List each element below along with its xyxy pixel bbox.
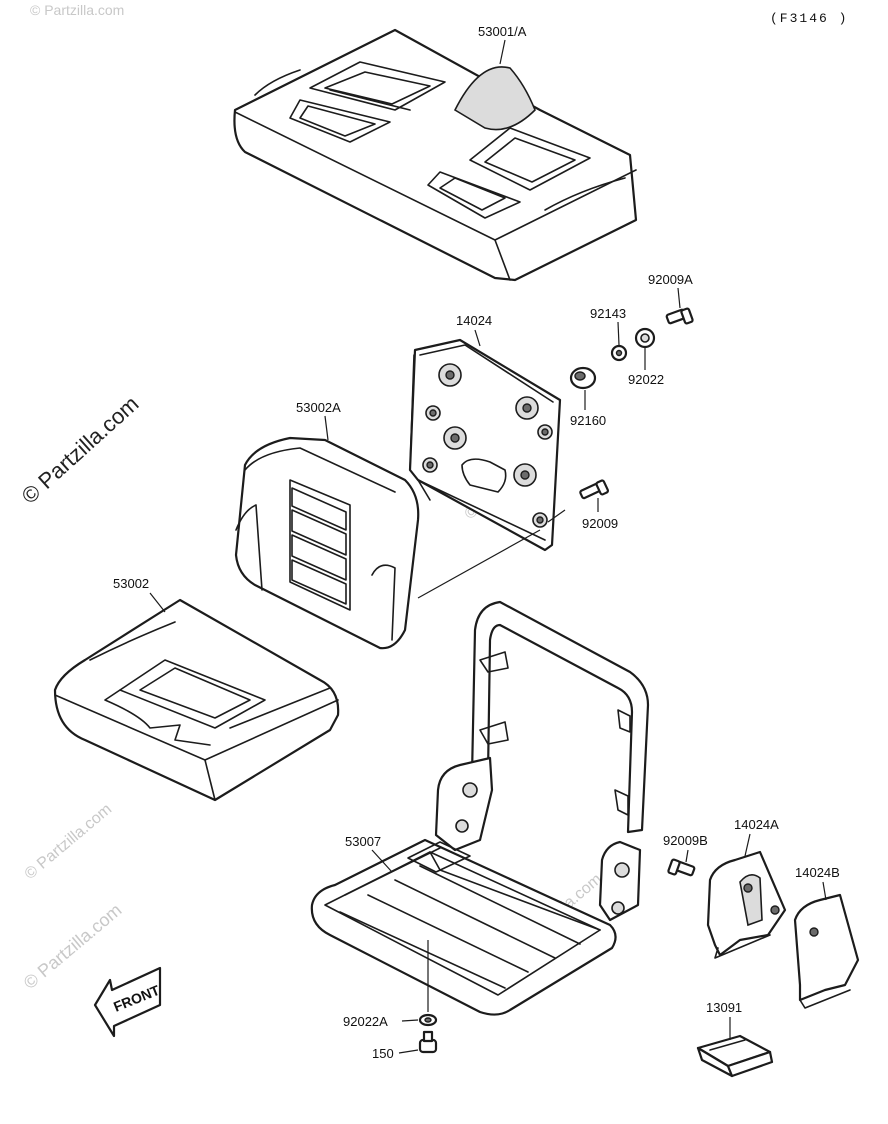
washer-92022	[634, 327, 656, 349]
leader-bracket-a	[744, 833, 751, 857]
diagram-code: (F3146 )	[770, 11, 848, 26]
label-screw-a: 92009A	[648, 272, 693, 287]
label-seat-top: 53001/A	[478, 24, 527, 39]
seat-top-cushion	[233, 28, 638, 282]
bushing-92160	[569, 366, 597, 390]
nut-92143	[610, 344, 628, 362]
label-screw-b: 92009B	[663, 833, 708, 848]
back-cushion	[234, 436, 420, 650]
screw-92009b	[667, 858, 696, 877]
leader-screw-b	[685, 849, 689, 863]
screw-92009a	[665, 307, 694, 325]
bolt-92009	[579, 479, 610, 500]
label-bracket-b: 14024B	[795, 865, 840, 880]
back-bracket	[408, 338, 562, 552]
label-bolt-150: 150	[372, 1046, 394, 1061]
leader-cushion-to-bracket	[417, 529, 541, 599]
bracket-14024b	[793, 893, 860, 1009]
leader-screw-a	[677, 287, 681, 309]
leader-washer-a	[401, 1019, 419, 1022]
watermark-faint-top: © Partzilla.com	[30, 2, 124, 18]
label-frame: 53007	[345, 834, 381, 849]
leader-seat-top	[499, 39, 506, 65]
leader-seat-cushion	[149, 592, 166, 613]
label-back-bracket: 14024	[456, 313, 492, 328]
seat-cushion	[53, 598, 340, 802]
label-back-cushion: 53002A	[296, 400, 341, 415]
label-nut: 92143	[590, 306, 626, 321]
leader-bracket-b	[822, 881, 827, 901]
seat-frame	[310, 600, 650, 1016]
leader-back-cushion	[324, 415, 329, 441]
label-bolt: 92009	[582, 516, 618, 531]
leader-back-bracket	[474, 329, 481, 347]
leader-frame	[371, 849, 393, 873]
label-washer: 92022	[628, 372, 664, 387]
label-holder: 13091	[706, 1000, 742, 1015]
leader-nut	[617, 321, 620, 346]
watermark-main: © Partzilla.com	[17, 391, 144, 509]
leader-bolt-150	[398, 1049, 419, 1054]
washer-92022a	[418, 1013, 438, 1027]
bracket-14024a	[706, 850, 787, 959]
leader-bolt-to-bracket	[547, 509, 566, 523]
label-bracket-a: 14024A	[734, 817, 779, 832]
holder-13091	[696, 1034, 774, 1078]
front-direction-arrow: FRONT	[93, 966, 162, 1038]
label-washer-a: 92022A	[343, 1014, 388, 1029]
bolt-150	[418, 1030, 438, 1054]
label-bushing: 92160	[570, 413, 606, 428]
label-seat-cushion: 53002	[113, 576, 149, 591]
watermark-faint-left: © Partzilla.com	[22, 801, 116, 883]
